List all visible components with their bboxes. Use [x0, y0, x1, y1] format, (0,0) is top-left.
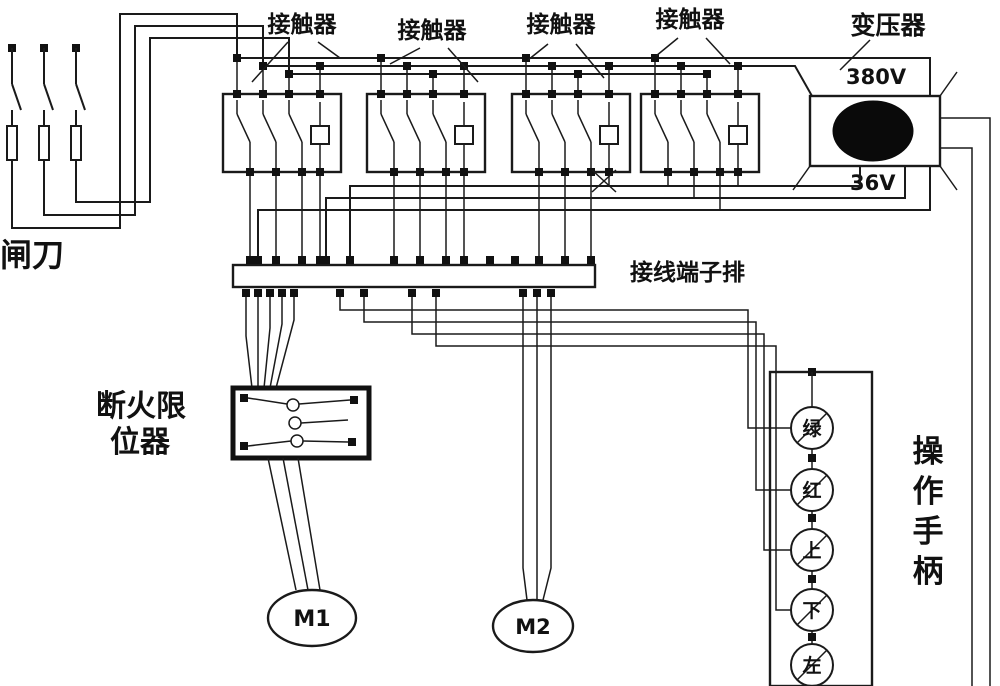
handle-title-char-1: 操 [913, 434, 944, 470]
handle-button-down: 下 [790, 588, 834, 632]
transformer-label: 变压器 [850, 11, 926, 40]
knife-switch: 闸刀 [0, 44, 86, 274]
fuse-icon [38, 125, 50, 161]
contactor-label-1: 接触器 [268, 11, 338, 38]
handle-button-down-label: 下 [802, 600, 821, 622]
terminal-strip-label: 接线端子排 [630, 259, 745, 286]
contactor-box-4 [639, 88, 761, 178]
limit-switch-label-line2: 位器 [110, 425, 171, 460]
handle-title-char-4: 柄 [913, 554, 944, 590]
handle-button-green: 绿 [790, 406, 834, 450]
motor-m1-label: M1 [293, 607, 330, 632]
contactor-label-4: 接触器 [656, 6, 726, 33]
limit-switch-label-line1: 断火限 [96, 389, 186, 424]
handle-title-char-2: 作 [913, 474, 944, 510]
handle-button-up: 上 [790, 528, 834, 572]
contactor-box-1 [221, 88, 343, 178]
contactor-drop-wires [249, 176, 592, 256]
transformer-core-icon [832, 100, 914, 162]
handle-button-up-label: 上 [802, 540, 821, 562]
top-bus-wires [233, 54, 931, 97]
handle-button-red: 红 [790, 468, 834, 512]
limit-switch: 断火限 位器 [96, 297, 372, 461]
contactors: 接触器 接触器 接触器 接触器 [221, 6, 761, 178]
motor-m2-circle [491, 598, 575, 654]
handle-button-red-label: 红 [802, 479, 821, 502]
handle-title-char-3: 手 [913, 514, 944, 550]
fuse-icon [70, 125, 82, 161]
transformer: 变压器 380V 36V [792, 11, 991, 686]
fuse-icon [6, 125, 18, 161]
handle-title: 操 作 手 柄 [913, 434, 944, 590]
contactor-label-2: 接触器 [398, 17, 468, 44]
contactor-box-2 [365, 88, 487, 178]
motor-m1: M1 [266, 457, 358, 648]
motor-m2: M2 [491, 297, 575, 654]
motor-m1-circle [266, 588, 358, 648]
handle-button-left: 左 [790, 643, 834, 686]
lower-bus-wires [257, 166, 931, 256]
primary-voltage-label: 380V [846, 65, 907, 89]
contactor-label-3: 接触器 [527, 11, 597, 38]
operator-handle: 绿 红 上 下 左 操 作 手 柄 [339, 297, 944, 686]
knife-switch-label: 闸刀 [0, 236, 64, 274]
handle-button-green-label: 绿 [802, 417, 822, 440]
supply-feed-wires [11, 13, 290, 229]
contactor-box-3 [510, 88, 632, 178]
secondary-voltage-label: 36V [850, 171, 896, 195]
motor-m2-label: M2 [515, 615, 551, 639]
terminal-strip: 接线端子排 [231, 256, 745, 297]
handle-button-left-label: 左 [802, 654, 821, 677]
